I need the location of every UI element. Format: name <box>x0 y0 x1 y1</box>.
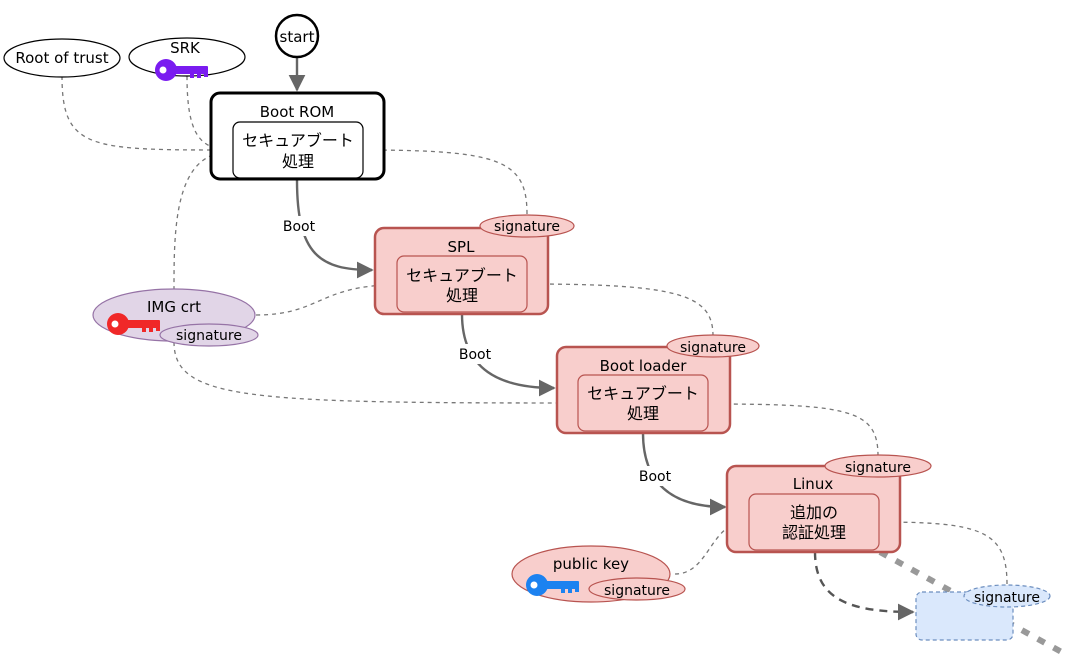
spl-title: SPL <box>448 238 476 256</box>
boot-rom-node[interactable]: Boot ROM セキュアブート 処理 <box>209 91 386 181</box>
bootloader-to-linux-arrow <box>641 432 727 516</box>
next-stage-signature[interactable]: signature <box>963 584 1051 608</box>
edge-label-boot-2: Boot <box>459 347 492 363</box>
sig-to-bootloader-edge <box>708 404 879 457</box>
key-icon <box>107 313 160 335</box>
spl-inner-line1: セキュアブート <box>406 266 518 285</box>
boot-loader-signature[interactable]: signature <box>666 334 760 358</box>
linux-inner-box <box>748 493 880 551</box>
sig-to-bootrom-edge <box>362 150 528 215</box>
img-crt-signature-label: signature <box>176 328 242 344</box>
spl-to-bootloader-arrow <box>460 313 556 397</box>
boot-loader-inner-line1: セキュアブート <box>587 384 699 403</box>
boot-arrows <box>288 58 727 516</box>
edge-label-bg <box>280 216 318 236</box>
start-label: start <box>280 28 315 46</box>
srk-label: SRK <box>170 39 201 57</box>
img-crt-node[interactable]: IMG crt signature <box>92 288 259 347</box>
next-stage-signature-label: signature <box>974 590 1040 606</box>
linux-to-next-arrow <box>813 551 915 621</box>
img-crt-label: IMG crt <box>147 298 201 316</box>
bootrom-to-spl-arrow <box>295 179 374 279</box>
public-key-signature[interactable] <box>588 577 686 601</box>
linux-inner-line1: 追加の <box>790 503 838 522</box>
key-icon <box>526 574 579 596</box>
img-to-bootloader-edge <box>173 341 577 403</box>
boot-loader-signature-label: signature <box>680 340 746 356</box>
boot-loader-node[interactable]: Boot loader セキュアブート 処理 <box>555 345 732 435</box>
linux-title: Linux <box>793 475 834 493</box>
spl-node[interactable]: SPL セキュアブート 処理 <box>373 226 550 316</box>
img-crt-signature[interactable] <box>159 323 259 347</box>
key-icon <box>155 59 208 81</box>
edge-label-bg <box>636 466 674 486</box>
boot-rom-title: Boot ROM <box>260 103 334 121</box>
boot-rom-inner-line1: セキュアブート <box>242 131 354 150</box>
sig-to-spl-edge <box>528 284 714 337</box>
spl-inner-line2: 処理 <box>446 286 478 305</box>
root-of-trust-label: Root of trust <box>15 49 108 67</box>
srk-node[interactable]: SRK <box>128 37 246 81</box>
edge-label-bg <box>456 344 494 364</box>
root-of-trust-node[interactable]: Root of trust <box>3 38 121 78</box>
boot-rom-inner-box <box>232 121 364 179</box>
spl-inner-box <box>396 255 528 313</box>
start-node[interactable]: start <box>274 13 320 59</box>
boot-loader-inner-line2: 処理 <box>627 404 659 423</box>
edge-label-boot-1: Boot <box>283 219 316 235</box>
linux-signature[interactable]: signature <box>824 454 932 478</box>
edge-label-boot-3: Boot <box>639 469 672 485</box>
public-key-label: public key <box>553 555 629 573</box>
img-to-spl-edge <box>255 285 395 316</box>
spl-signature[interactable]: signature <box>479 214 575 238</box>
linux-signature-label: signature <box>845 460 911 476</box>
boot-loader-inner-box <box>577 374 709 432</box>
public-key-node[interactable]: public key signature <box>511 545 686 603</box>
public-key-signature-label: signature <box>604 583 670 599</box>
boot-rom-inner-line2: 処理 <box>282 152 314 171</box>
root-to-bootrom-edge <box>61 75 232 150</box>
linux-inner-line2: 認証処理 <box>782 523 846 542</box>
spl-signature-label: signature <box>494 219 560 235</box>
boot-loader-title: Boot loader <box>600 357 688 375</box>
sig-to-linux-edge <box>878 522 1008 585</box>
linux-node[interactable]: Linux 追加の 認証処理 <box>725 464 902 554</box>
